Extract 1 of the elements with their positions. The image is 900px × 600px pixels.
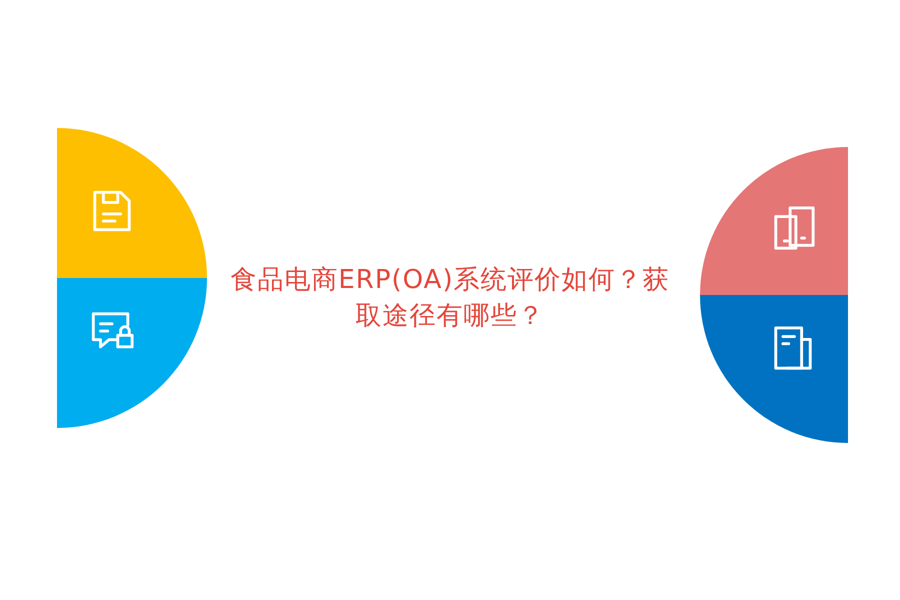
title: 食品电商ERP(OA)系统评价如何？获取途径有哪些？ [229, 264, 671, 333]
